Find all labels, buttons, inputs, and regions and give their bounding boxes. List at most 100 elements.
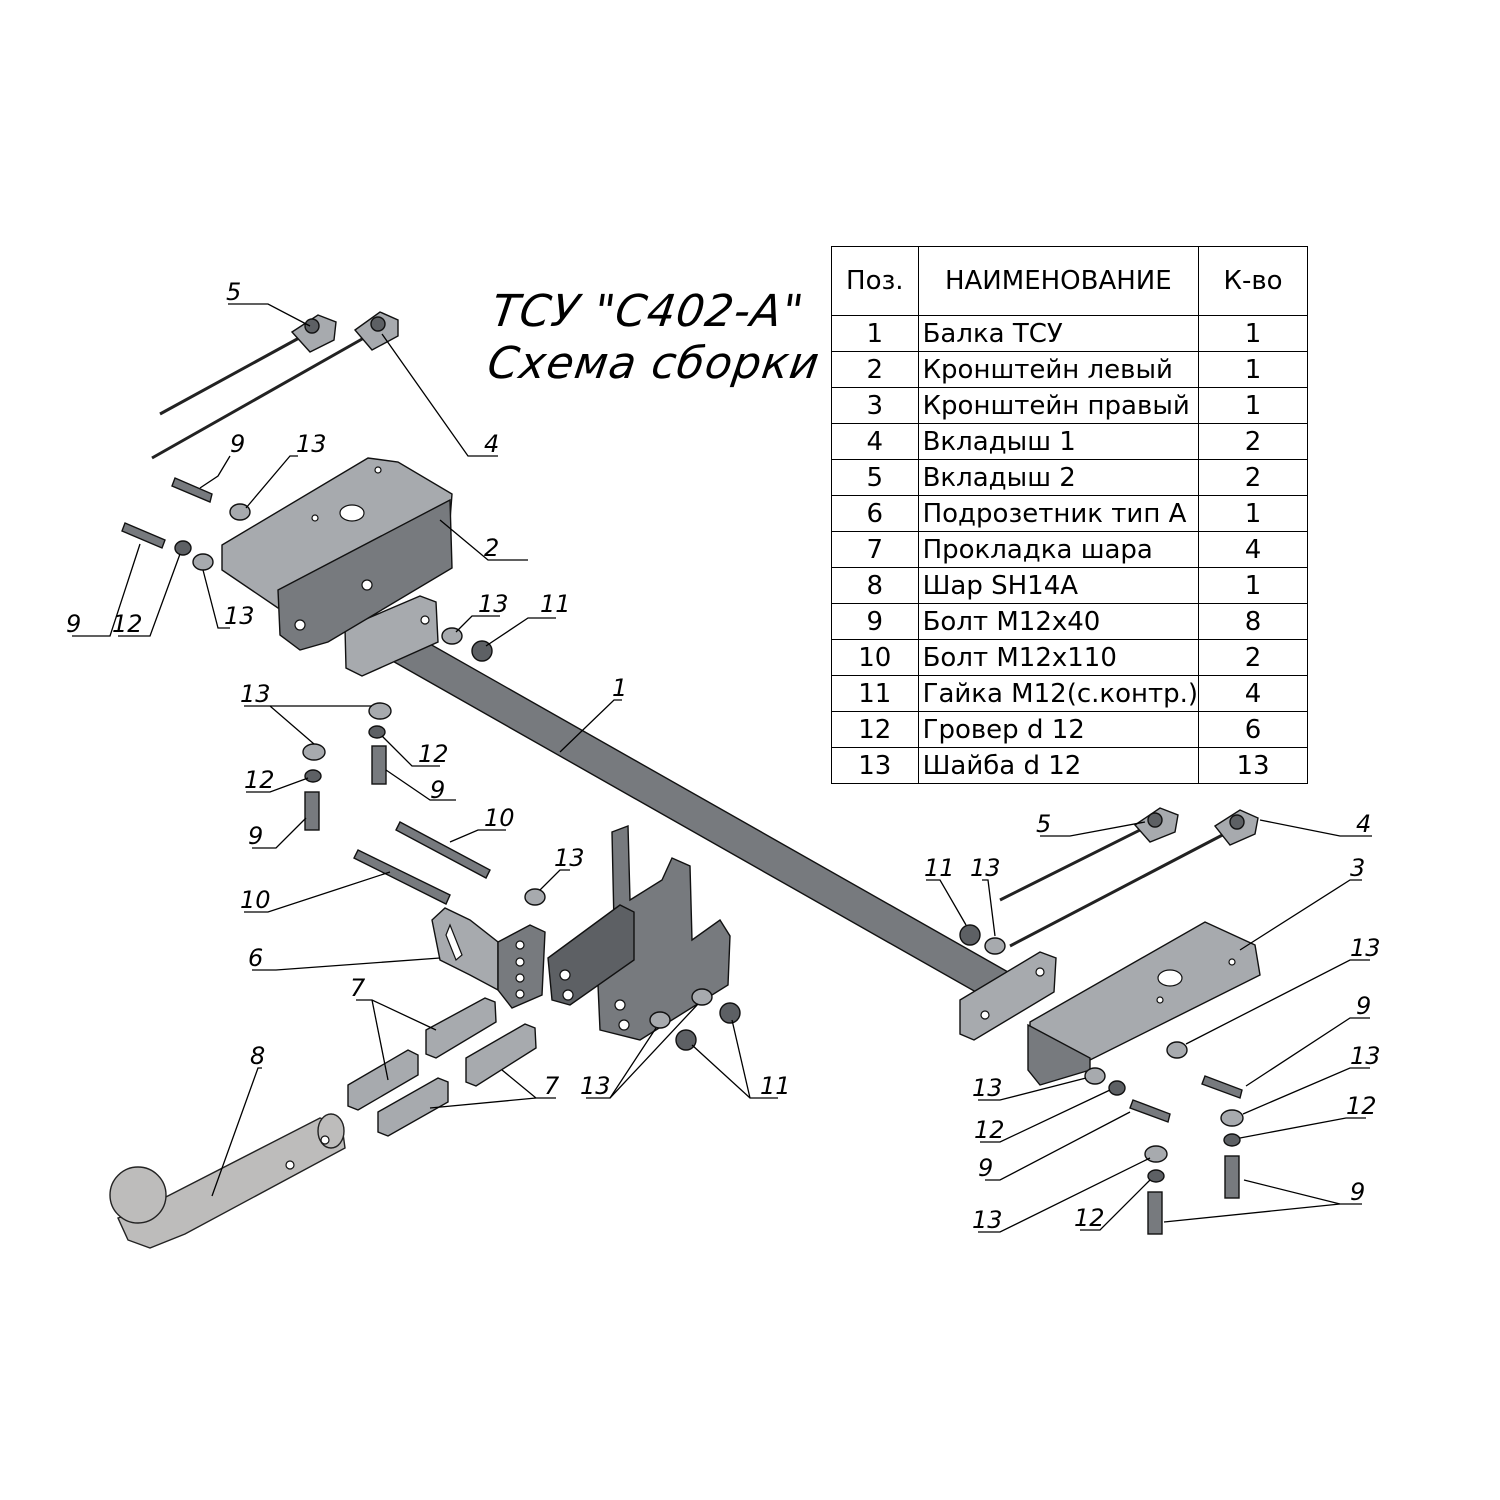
callout-13-right-a: 13	[1350, 934, 1381, 962]
ball-spacers	[347, 997, 537, 1137]
callout-12-right-b: 12	[1346, 1092, 1377, 1120]
callout-9-right-a: 9	[1356, 992, 1371, 1020]
callout-13-right-d: 13	[972, 1206, 1003, 1234]
callout-13-right-b: 13	[972, 1074, 1003, 1102]
callout-12-right-a: 12	[974, 1116, 1005, 1144]
row-name: Балка ТСУ	[917, 315, 1200, 352]
right-bracket	[1027, 921, 1261, 1086]
callout-11-beam: 11	[540, 590, 571, 618]
row-quantity: 1	[1198, 387, 1308, 424]
callout-numbers: 5 4 9 13 2 9 12 13 13 11 1 13 12 12 9 9 …	[66, 278, 1381, 1234]
row-position: 6	[831, 495, 919, 532]
callout-9-left: 9	[66, 610, 81, 638]
row-name: Прокладка шара	[917, 531, 1200, 568]
row-position: 11	[831, 675, 919, 712]
row-name: Подрозетник тип А	[917, 495, 1200, 532]
header-quantity: К-во	[1198, 246, 1308, 316]
fasteners	[121, 477, 1244, 1235]
callout-11-bottom: 11	[760, 1072, 791, 1100]
row-name: Вкладыш 2	[917, 459, 1200, 496]
callout-13-left: 13	[224, 602, 255, 630]
row-quantity: 1	[1198, 315, 1308, 352]
callout-13-mid: 13	[240, 680, 271, 708]
callout-1: 1	[612, 674, 627, 702]
row-quantity: 1	[1198, 567, 1308, 604]
row-name: Гайка М12(с.контр.)	[917, 675, 1200, 712]
row-name: Болт М12х40	[917, 603, 1200, 640]
liner-set-left	[151, 311, 399, 460]
row-position: 7	[831, 531, 919, 568]
table-header-row: Поз. НАИМЕНОВАНИЕ К-во	[831, 246, 1308, 316]
callout-8: 8	[250, 1042, 265, 1070]
callout-13-beam: 13	[478, 590, 509, 618]
row-position: 5	[831, 459, 919, 496]
row-name: Шайба d 12	[917, 747, 1200, 784]
callout-9-right-c: 9	[1350, 1178, 1365, 1206]
row-position: 12	[831, 711, 919, 748]
row-quantity: 1	[1198, 351, 1308, 388]
row-quantity: 6	[1198, 711, 1308, 748]
callout-10-lower: 10	[240, 886, 271, 914]
left-bracket	[221, 457, 453, 651]
tow-ball	[109, 1113, 346, 1249]
row-name: Вкладыш 1	[917, 423, 1200, 460]
row-position: 3	[831, 387, 919, 424]
callout-3: 3	[1350, 854, 1365, 882]
row-position: 4	[831, 423, 919, 460]
callout-9-right-b: 9	[978, 1154, 993, 1182]
row-position: 8	[831, 567, 919, 604]
row-position: 9	[831, 603, 919, 640]
row-name: Шар SH14A	[917, 567, 1200, 604]
row-position: 10	[831, 639, 919, 676]
callout-12-mid: 12	[418, 740, 449, 768]
row-name: Кронштейн правый	[917, 387, 1200, 424]
callout-13-top: 13	[296, 430, 327, 458]
row-position: 1	[831, 315, 919, 352]
row-position: 2	[831, 351, 919, 388]
callout-10-upper: 10	[484, 804, 515, 832]
row-name: Гровер d 12	[917, 711, 1200, 748]
callout-5-left: 5	[226, 278, 241, 306]
row-quantity: 1	[1198, 495, 1308, 532]
leader-lines	[72, 303, 1372, 1233]
callout-12-left: 12	[112, 610, 143, 638]
callout-13-right-top: 13	[970, 854, 1001, 882]
tow-beam	[343, 595, 1057, 1041]
row-quantity: 13	[1198, 747, 1308, 784]
header-name: НАИМЕНОВАНИЕ	[917, 246, 1200, 316]
liner-set-right	[999, 807, 1259, 948]
row-quantity: 2	[1198, 459, 1308, 496]
callout-12-right-c: 12	[1074, 1204, 1105, 1232]
callout-13-right-c: 13	[1350, 1042, 1381, 1070]
callout-11-right: 11	[924, 854, 955, 882]
callout-4-right: 4	[1356, 810, 1371, 838]
row-quantity: 2	[1198, 639, 1308, 676]
row-name: Кронштейн левый	[917, 351, 1200, 388]
callout-9-mid: 9	[430, 776, 445, 804]
callout-5-right: 5	[1036, 810, 1051, 838]
row-quantity: 2	[1198, 423, 1308, 460]
callout-12-mid-left: 12	[244, 766, 275, 794]
callout-7-right: 7	[544, 1072, 560, 1100]
row-quantity: 4	[1198, 675, 1308, 712]
callout-4-left: 4	[484, 430, 499, 458]
socket-bracket	[431, 907, 546, 1009]
callout-2: 2	[484, 534, 499, 562]
row-position: 13	[831, 747, 919, 784]
